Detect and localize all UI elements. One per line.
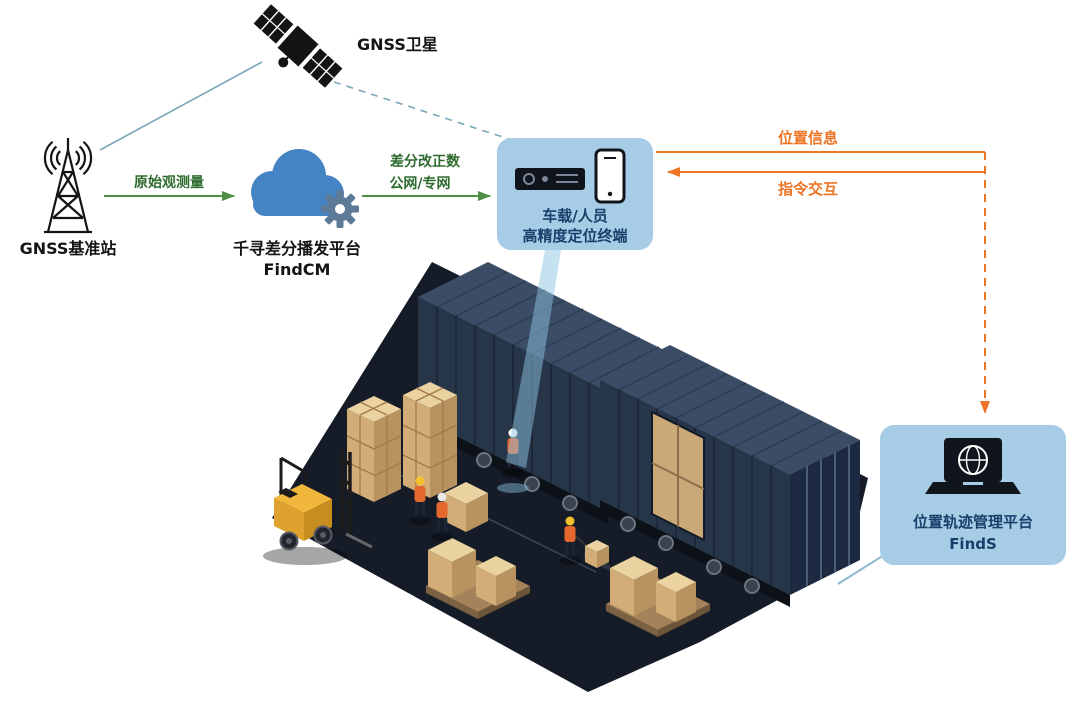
forklift-icon	[263, 448, 373, 565]
pallet-bottom-right	[606, 556, 710, 637]
cloud-label-line1: 千寻差分播发平台	[233, 239, 361, 258]
link-satellite-terminal	[333, 81, 513, 141]
laptop-globe-icon	[925, 438, 1021, 494]
single-box	[444, 482, 488, 532]
gear-icon	[321, 190, 359, 228]
radio-tower-icon	[43, 138, 93, 234]
shipping-container-b	[600, 345, 860, 595]
command-flow-label: 指令交互	[778, 180, 838, 198]
terminal-label-line1: 车载/人员	[542, 207, 607, 225]
finds-label-line1: 位置轨迹管理平台	[913, 513, 1033, 531]
container-open-door	[651, 410, 705, 542]
corrections-label-line2: 公网/专网	[389, 175, 450, 192]
pallet-bottom-left	[426, 538, 530, 619]
box-stack-rear	[402, 382, 458, 498]
worker-2	[431, 492, 453, 541]
satellite-label: GNSS卫星	[357, 35, 438, 54]
smartphone-icon	[594, 148, 626, 204]
corrections-label-line1: 差分改正数	[390, 153, 461, 170]
satellite-icon	[253, 4, 343, 88]
box-stack-front	[346, 396, 402, 502]
link-satellite-base	[99, 61, 263, 151]
finds-label-line2: FindS	[949, 535, 997, 553]
base-station-label: GNSS基准站	[20, 239, 117, 258]
finds-callout-line	[837, 554, 885, 585]
warehouse-scene	[263, 262, 868, 692]
container-b-chassis	[600, 500, 790, 607]
cloud-gear-icon	[251, 149, 359, 228]
position-flow-label: 位置信息	[778, 129, 838, 147]
globe-icon	[958, 445, 988, 475]
raw-obs-label: 原始观测量	[134, 174, 204, 191]
cloud-label-line2: FindCM	[264, 260, 331, 279]
telematics-device-icon	[515, 168, 585, 190]
finds-card: 位置轨迹管理平台 FindS	[880, 425, 1066, 565]
worker-1	[409, 476, 431, 525]
terminal-label-line2: 高精度定位终端	[522, 227, 627, 245]
terminal-card: 车载/人员 高精度定位终端	[497, 138, 653, 250]
positioning-beam	[506, 250, 561, 468]
worker-pallet-jack	[559, 516, 610, 571]
